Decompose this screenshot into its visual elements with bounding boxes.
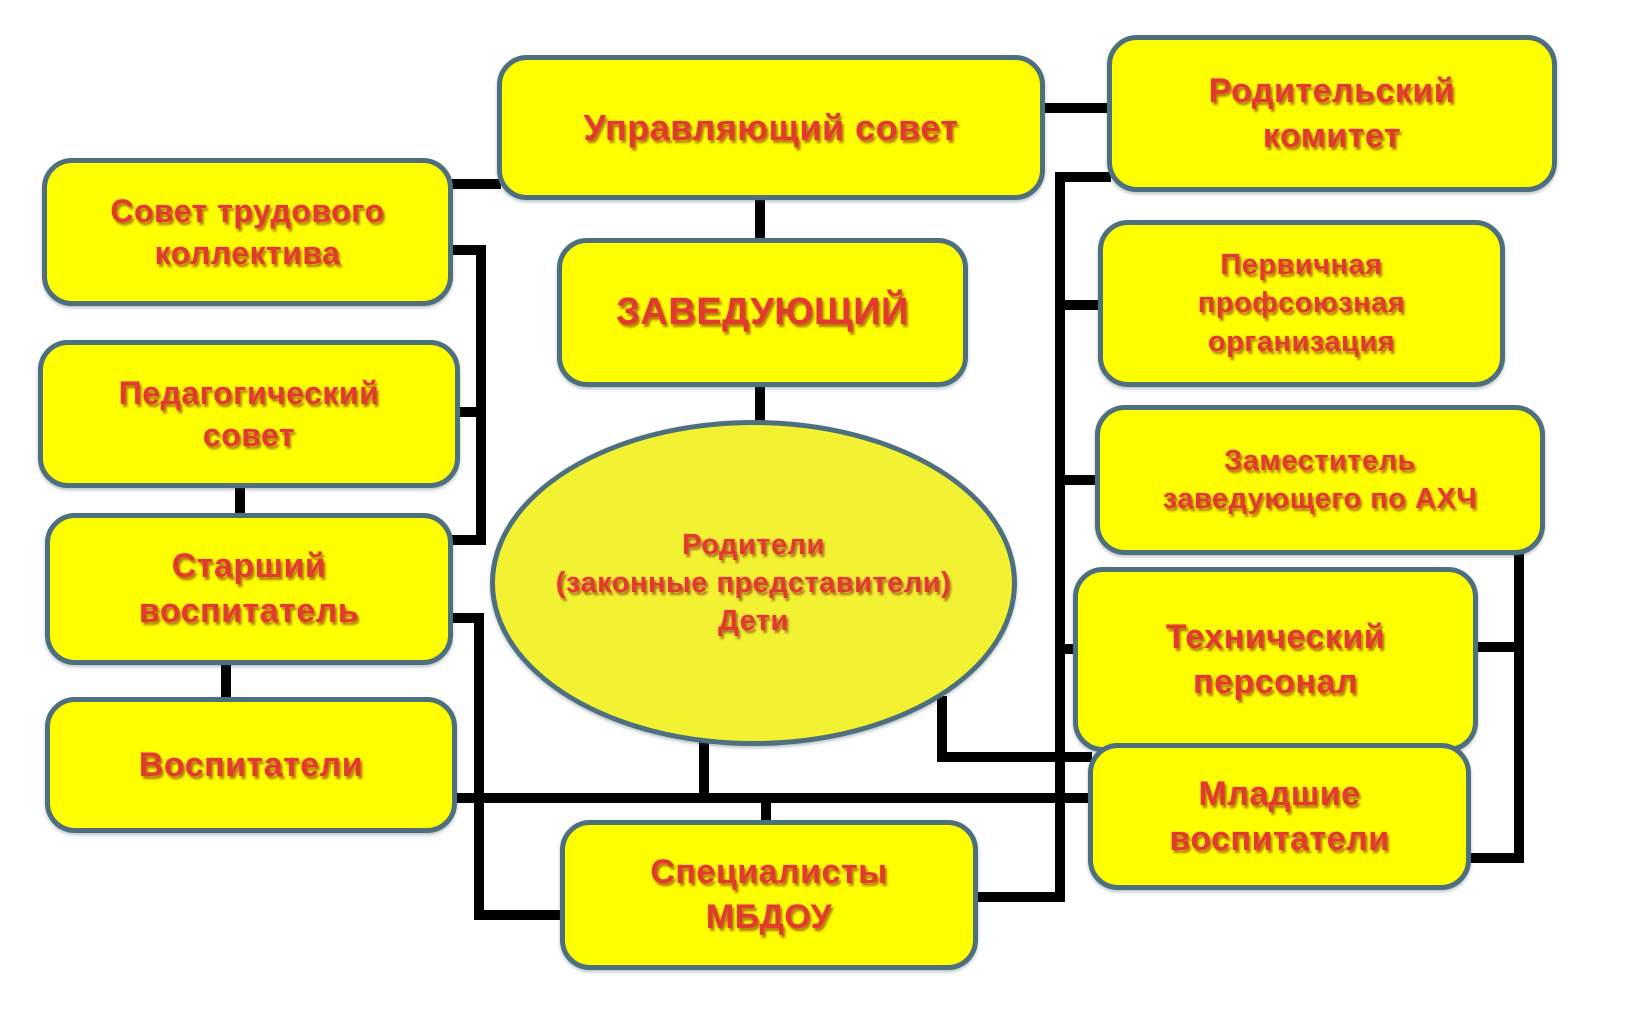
org-node-upravlyayushchiy-sovet: Управляющий совет xyxy=(497,55,1045,200)
org-node-mladshie-vospitateli: Младшие воспитатели xyxy=(1088,743,1471,890)
org-node-label-pervichnaya-profsoyuznaya-organizatsiya: Первичная профсоюзная организация xyxy=(1197,249,1406,358)
connector-right-spine xyxy=(974,172,1111,902)
connector-roditeli-to-mladshie xyxy=(937,696,1092,762)
org-node-label-sovet-trudovogo-kollektiva: Совет трудового коллектива xyxy=(110,192,385,271)
org-node-label-roditelskiy-komitet: Родительский комитет xyxy=(1208,71,1456,155)
org-node-label-pedagogicheskiy-sovet: Педагогический совет xyxy=(118,374,380,453)
org-node-label-spetsialisty-mbdou: Специалисты МБДОУ xyxy=(650,853,888,936)
org-node-roditeli-zakonnye-predstaviteli-deti: Родители (законные представители) Дети xyxy=(490,420,1017,746)
org-node-label-vospitateli: Воспитатели xyxy=(138,745,364,784)
connector-left-lower-spine xyxy=(449,613,564,920)
org-node-zamestitel-zaveduyushchego-po-ahch: Заместитель заведующего по АХЧ xyxy=(1095,405,1545,555)
org-node-pervichnaya-profsoyuznaya-organizatsiya: Первичная профсоюзная организация xyxy=(1098,220,1505,387)
org-node-sovet-trudovogo-kollektiva: Совет трудового коллектива xyxy=(42,158,453,306)
connector-left-upper-spine xyxy=(449,245,486,545)
org-node-roditelskiy-komitet: Родительский комитет xyxy=(1107,35,1557,192)
org-node-zaveduyushchiy: ЗАВЕДУЮЩИЙ xyxy=(557,238,968,387)
org-node-vospitateli: Воспитатели xyxy=(45,697,457,833)
org-node-label-zaveduyushchiy: ЗАВЕДУЮЩИЙ xyxy=(616,291,909,334)
org-node-label-mladshie-vospitateli: Младшие воспитатели xyxy=(1169,774,1390,858)
org-node-label-roditeli-zakonnye-predstaviteli-deti: Родители (законные представители) Дети xyxy=(555,528,952,638)
connector-far-right-spine xyxy=(1467,551,1524,863)
org-node-starshiy-vospitatel: Старший воспитатель xyxy=(45,513,453,665)
org-node-pedagogicheskiy-sovet: Педагогический совет xyxy=(38,340,460,488)
org-node-tekhnicheskiy-personal: Технический персонал xyxy=(1073,567,1478,752)
org-node-label-starshiy-vospitatel: Старший воспитатель xyxy=(138,547,360,630)
org-node-label-tekhnicheskiy-personal: Технический персонал xyxy=(1165,617,1386,701)
org-node-label-zamestitel-zaveduyushchego-po-ahch: Заместитель заведующего по АХЧ xyxy=(1162,444,1478,515)
org-node-label-upravlyayushchiy-sovet: Управляющий совет xyxy=(583,106,959,148)
org-node-spetsialisty-mbdou: Специалисты МБДОУ xyxy=(560,820,978,970)
